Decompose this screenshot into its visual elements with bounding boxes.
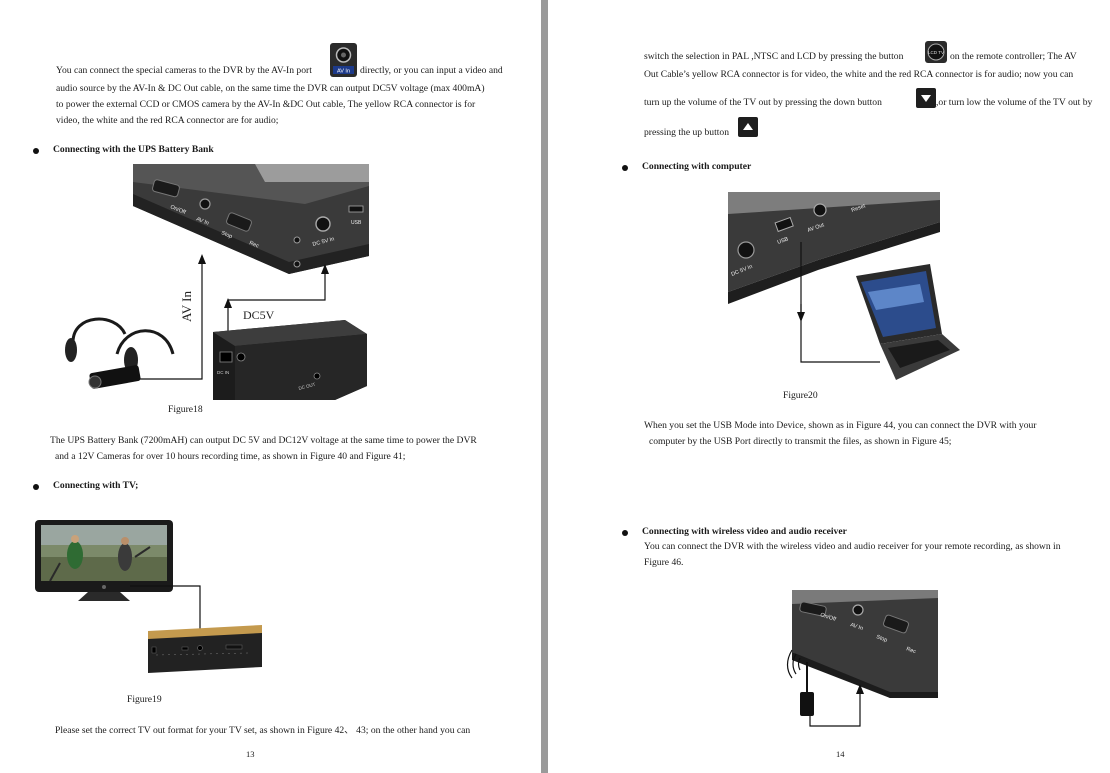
fig-wireless-rec-label: Rec [905, 646, 916, 655]
section-ups-heading: Connecting with the UPS Battery Bank [53, 144, 214, 155]
av-in-icon-label: AV In [337, 69, 350, 75]
section-wireless-heading: Connecting with wireless video and audio… [642, 526, 847, 537]
bullet [33, 148, 39, 154]
page-14: switch the selection in PAL ,NTSC and LC… [548, 0, 1110, 773]
para-usb-line1: When you set the USB Mode into Device, s… [644, 420, 1037, 431]
para-wireless-line2: Figure 46. [644, 557, 684, 568]
figure-wireless-image: On/Off AV In Stop Rec [786, 590, 938, 727]
para1-line2: audio source by the AV-In & DC Out cable… [56, 83, 485, 94]
fig18-onoff-label: On/Off [169, 204, 187, 216]
figure18-image: On/Off AV In Stop Rec DC 5V In USB AV In… [65, 164, 369, 400]
fig20-reset-label: Reset [851, 203, 867, 214]
lcd-icon-label: LCD TV [928, 50, 944, 55]
r-para1-line3b: ,or turn low the volume of the TV out by [936, 97, 1093, 108]
para-wireless-line1: You can connect the DVR with the wireles… [644, 541, 1061, 552]
para-tv-line: Please set the correct TV out format for… [55, 725, 471, 736]
bullet [622, 165, 628, 171]
figure20-caption: Figure20 [783, 390, 818, 401]
para1-line1b: directly, or you can input a video and [360, 65, 503, 76]
page-number-14: 14 [836, 749, 845, 759]
bullet [622, 530, 628, 536]
fig-wireless-stop-label: Stop [875, 634, 888, 644]
r-para1-line4: pressing the up button [644, 127, 730, 138]
para-ups-line2: and a 12V Cameras for over 10 hours reco… [55, 451, 406, 462]
fig20-usb-label: USB [777, 236, 790, 246]
para-usb-line2: computer by the USB Port directly to tra… [649, 436, 952, 447]
fig18-rec-label: Rec [248, 240, 260, 249]
figure18-caption: Figure18 [168, 404, 203, 415]
av-in-port-icon: AV In [330, 43, 357, 77]
r-para1-line1: switch the selection in PAL ,NTSC and LC… [644, 51, 904, 62]
figure19-caption: Figure19 [127, 694, 162, 705]
section-computer-heading: Connecting with computer [642, 161, 752, 172]
fig18-arrow-dc5v-label: DC5V [243, 308, 275, 322]
r-para1-line1b: on the remote controller; The AV [950, 51, 1077, 62]
page-number-13: 13 [246, 749, 255, 759]
section-tv-heading: Connecting with TV; [53, 480, 139, 491]
fig18-dc5vin-label: DC 5V In [312, 236, 335, 248]
down-button-icon [916, 88, 936, 108]
figure20-image: DC 5V In USB AV Out Reset [728, 192, 960, 380]
figure19-image [35, 520, 262, 673]
fig18-avin-label: AV In [195, 216, 209, 226]
r-para1-line3: turn up the volume of the TV out by pres… [644, 97, 882, 108]
fig18-bat-dcin-label: DC IN [217, 370, 229, 375]
para1-line3: to power the external CCD or CMOS camera… [56, 99, 476, 110]
fig18-stop-label: Stop [220, 230, 233, 240]
fig18-bat-dcout-label: DC OUT [298, 382, 316, 391]
fig-wireless-onoff-label: On/Off [819, 612, 837, 623]
para-ups-line1: The UPS Battery Bank (7200mAH) can outpu… [50, 435, 477, 446]
para1-line4: video, the white and the red RCA connect… [56, 115, 279, 126]
up-button-icon [738, 117, 758, 137]
fig-wireless-avin-label: AV In [849, 622, 863, 632]
fig18-arrow-avin-label: AV In [179, 291, 194, 322]
r-para1-line2: Out Cable’s yellow RCA connector is for … [644, 69, 1074, 80]
page-divider [541, 0, 548, 773]
para1-line1: You can connect the special cameras to t… [56, 65, 312, 76]
lcd-tv-button-icon: LCD TV [925, 41, 947, 63]
page-13: You can connect the special cameras to t… [0, 0, 541, 773]
bullet [33, 484, 39, 490]
fig18-usb-label: USB [351, 220, 362, 226]
fig20-avout-label: AV Out [807, 222, 826, 234]
